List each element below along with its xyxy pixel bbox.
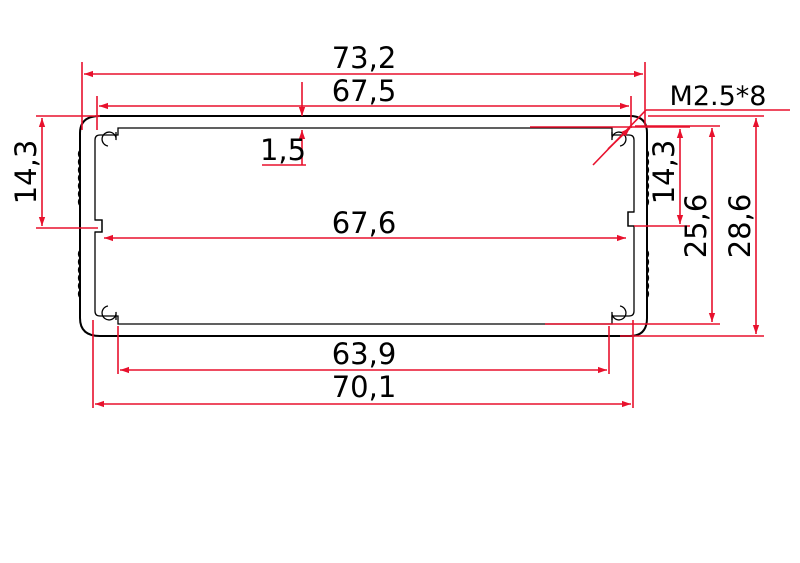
label-wall-thickness: 1,5 — [260, 133, 306, 167]
label-right-section-height: 14,3 — [647, 140, 681, 205]
label-bottom-inner-width: 63,9 — [332, 337, 397, 371]
left-fins — [77, 149, 81, 299]
label-bottom-width: 70,1 — [332, 370, 397, 404]
label-left-section-height: 14,3 — [9, 140, 43, 205]
label-total-height: 28,6 — [723, 194, 757, 259]
dimension-lines — [36, 62, 790, 408]
dimension-labels: 73,2 67,5 1,5 67,6 63,9 70,1 M2.5*8 14,3… — [9, 41, 766, 404]
label-top-inner-width: 67,5 — [332, 74, 397, 108]
label-overall-width: 73,2 — [332, 41, 397, 75]
right-fins — [646, 149, 650, 299]
screw-boss-top-left — [101, 131, 117, 147]
label-groove-width: 67,6 — [332, 206, 397, 240]
label-inner-height: 25,6 — [679, 194, 713, 259]
groove-right — [627, 211, 634, 227]
screw-boss-bottom-right — [611, 305, 627, 321]
label-screw-spec: M2.5*8 — [670, 81, 767, 112]
groove-left — [95, 219, 103, 233]
screw-boss-bottom-left — [101, 305, 117, 321]
